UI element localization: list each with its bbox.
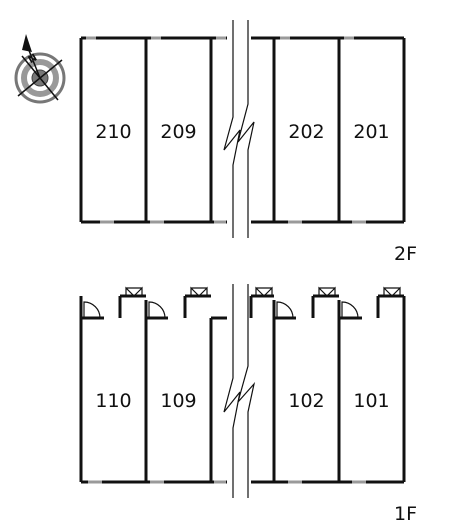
floor-2f-walls: [79, 36, 406, 224]
floor-1f-walls: [79, 294, 406, 484]
room-number: 210: [95, 121, 131, 143]
floor-2f-windows: [86, 36, 366, 224]
floor-label-2f: 2F: [394, 243, 417, 265]
room-number: 102: [288, 390, 324, 412]
floor-2f: 210 209 202 201 2F: [79, 20, 417, 265]
floor-1f-doors: [83, 301, 359, 319]
floor-1f-rooms: 110 109 102 101: [95, 390, 389, 412]
compass-icon: N: [14, 34, 66, 104]
door-icon: [341, 301, 359, 319]
floor-2f-break-symbol: [223, 20, 255, 238]
door-icon: [148, 301, 166, 319]
room-number: 202: [288, 121, 324, 143]
floor-1f-fixtures: [125, 286, 401, 297]
door-icon: [276, 301, 294, 319]
floor-label-1f: 1F: [394, 503, 417, 525]
floor-2f-rooms: 210 209 202 201: [95, 121, 389, 143]
room-number: 109: [160, 390, 196, 412]
floor-1f-break-symbol: [223, 284, 256, 498]
room-number: 201: [353, 121, 389, 143]
floor-1f: 110 109 102 101 1F: [79, 284, 417, 525]
north-arrow-icon: [22, 34, 32, 52]
door-icon: [83, 301, 101, 319]
room-number: 110: [95, 390, 131, 412]
room-number: 101: [353, 390, 389, 412]
room-number: 209: [160, 121, 196, 143]
